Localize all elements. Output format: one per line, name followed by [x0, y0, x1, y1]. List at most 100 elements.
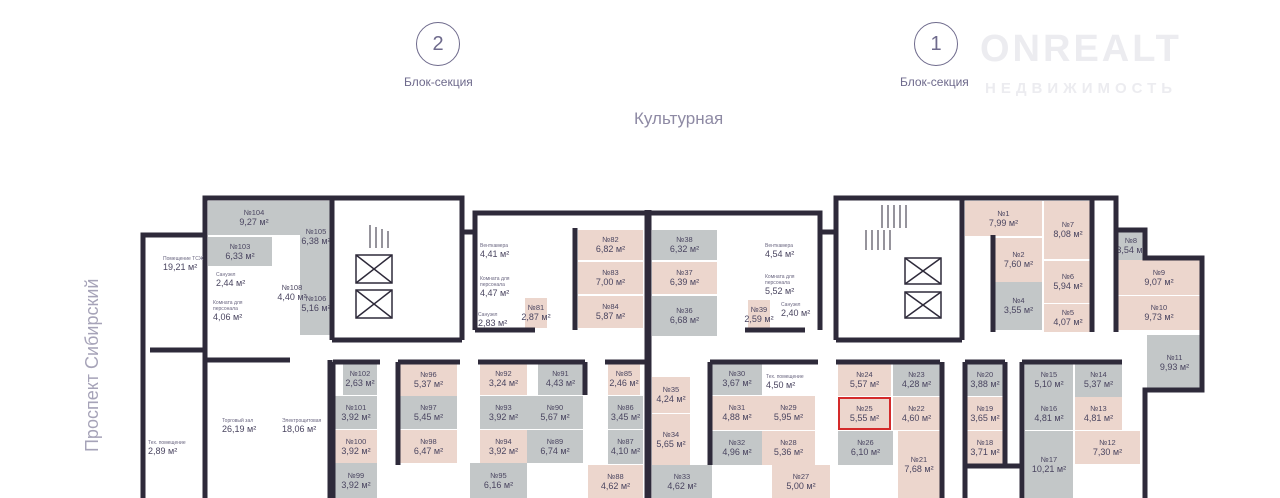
room-area: 5,10 м²	[1034, 379, 1064, 389]
room-area: 5,37 м²	[1083, 379, 1114, 389]
room-number: №26	[857, 438, 874, 447]
service-room-caption: Венткамера	[765, 243, 794, 249]
room-number: №1	[997, 208, 1010, 218]
room-area: 6,68 м²	[669, 315, 700, 325]
room-area: 4,43 м²	[545, 378, 576, 388]
room-area: 10,21 м²	[1031, 463, 1067, 474]
service-room-caption: Комната для персонала	[213, 300, 243, 312]
service-room-area: 2,44 м²	[216, 278, 246, 288]
room-area: 7,30 м²	[1092, 446, 1123, 457]
service-room-caption: Комната для персонала	[480, 276, 510, 288]
room-area: 6,38 м²	[301, 236, 331, 246]
room-number: №36	[676, 306, 693, 315]
room-area: 4,60 м²	[901, 412, 932, 423]
room-area: 3,55 м²	[1003, 305, 1034, 315]
room-number: №98	[420, 436, 437, 446]
room-number: №28	[780, 438, 797, 447]
room-number: №106	[305, 294, 327, 303]
room-number: №8	[1124, 236, 1138, 245]
service-room-caption: Санузел	[781, 302, 801, 308]
room-number: №9	[1152, 267, 1166, 277]
room-number: №95	[490, 470, 507, 480]
room-number: №22	[908, 403, 925, 413]
room-number: №104	[243, 208, 265, 217]
room-number: №20	[976, 369, 994, 379]
room-area: 6,39 м²	[669, 277, 700, 287]
watermark-brand: ONREALT	[980, 28, 1182, 70]
room-area: 7,00 м²	[595, 277, 626, 287]
service-room-caption: Тех. помещение	[148, 440, 186, 446]
room-number: №18	[976, 438, 994, 447]
room-area: 6,32 м²	[669, 244, 700, 254]
room-number: №83	[602, 268, 619, 277]
service-room-caption: Тех. помещение	[766, 374, 804, 380]
